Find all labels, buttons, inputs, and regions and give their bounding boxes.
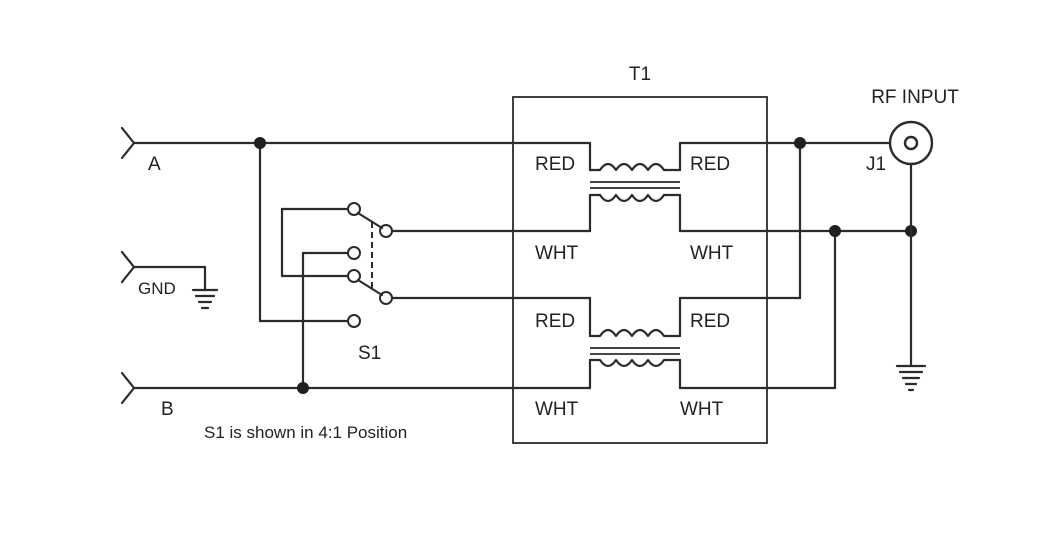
label-wht-bottom-left: WHT [535, 399, 579, 420]
label-j1: J1 [866, 154, 886, 175]
label-t1: T1 [629, 64, 651, 85]
label-red-bottom-left: RED [535, 311, 575, 332]
label-b: B [161, 399, 174, 420]
junction-a [254, 137, 266, 149]
switch-s1[interactable] [347, 202, 393, 328]
label-rf-input: RF INPUT [871, 87, 959, 108]
label-red-bottom-right: RED [690, 311, 730, 332]
label-wht-bottom-right: WHT [680, 399, 724, 420]
terminal-gnd-icon [120, 250, 136, 284]
terminal-a-icon [120, 126, 136, 160]
ground-icon [895, 364, 927, 392]
gnd-ground-icon [191, 288, 219, 310]
t1-enclosure [512, 96, 768, 444]
coax-connector-j1-icon[interactable] [888, 120, 934, 166]
label-wht-top-right: WHT [690, 243, 734, 264]
junction-wht-out [829, 225, 841, 237]
label-red-top-right: RED [690, 154, 730, 175]
label-wht-top-left: WHT [535, 243, 579, 264]
terminal-b-icon [120, 371, 136, 405]
label-a: A [148, 154, 161, 175]
junction-red-out [794, 137, 806, 149]
junction-b [297, 382, 309, 394]
transformer-bottom [588, 296, 682, 390]
transformer-top [588, 141, 682, 233]
caption-s1-position: S1 is shown in 4:1 Position [204, 423, 407, 442]
label-s1: S1 [358, 343, 381, 364]
label-gnd: GND [138, 279, 176, 298]
label-red-top-left: RED [535, 154, 575, 175]
